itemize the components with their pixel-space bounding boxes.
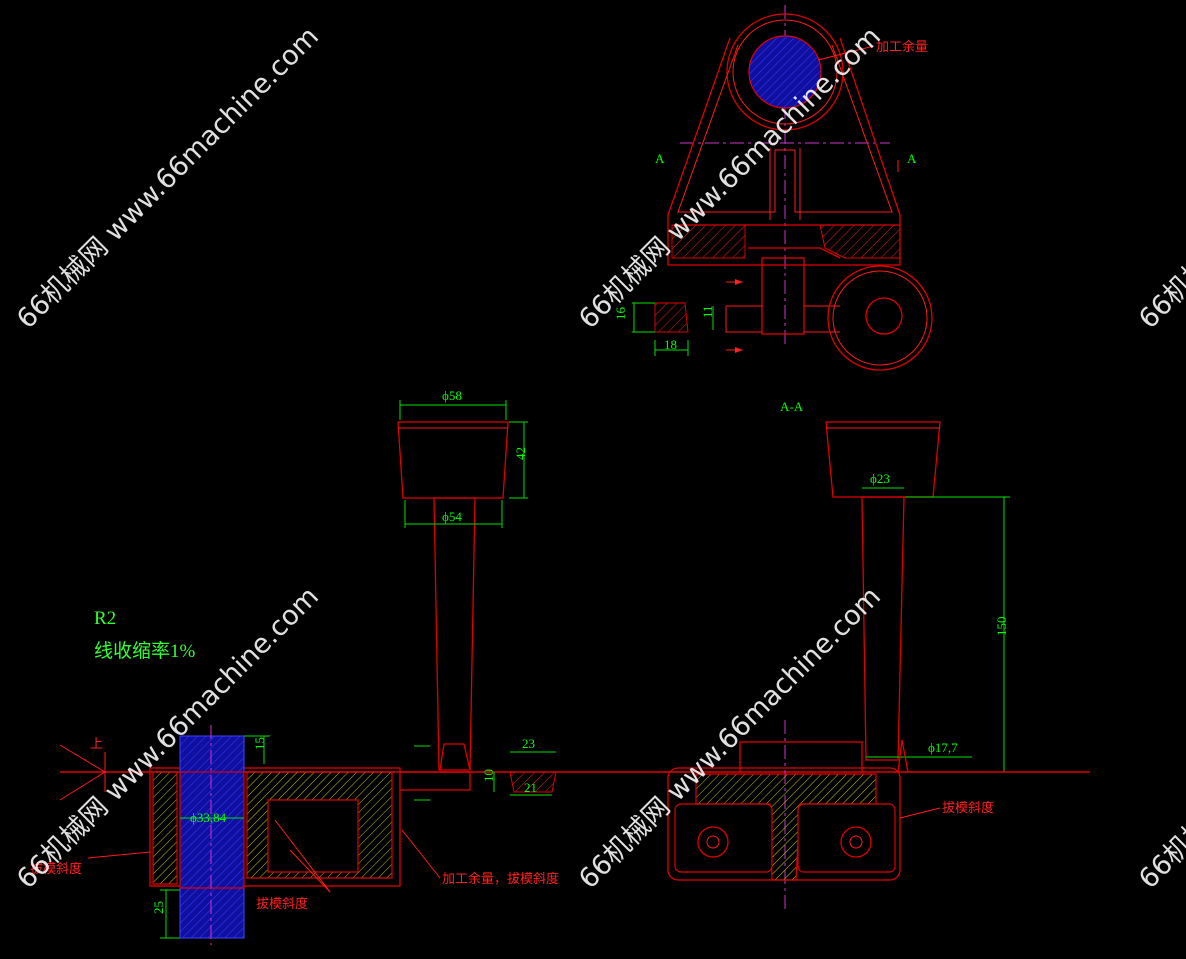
dim-150: 150 <box>994 617 1009 637</box>
dim-42: 42 <box>513 447 528 460</box>
dim-phi23: ϕ23 <box>870 471 890 486</box>
dim-18: 18 <box>664 337 677 352</box>
dim-phi58: ϕ58 <box>442 388 462 403</box>
allowance-note-top: 加工余量 <box>876 39 928 54</box>
dim-16: 16 <box>613 307 628 321</box>
riser-left: ϕ58 42 ϕ54 <box>397 388 528 771</box>
section-mark-left: A <box>655 151 665 166</box>
up-mark: 上 <box>90 736 103 751</box>
dim-bore: ϕ33,84 <box>190 810 227 825</box>
main-view-right: 拔模斜度 <box>667 720 994 912</box>
dim-phi54: ϕ54 <box>442 509 462 524</box>
dim-11: 11 <box>700 305 715 318</box>
watermark-5: 66机械网 www.66machine.com <box>1133 21 1186 335</box>
bore-section-fill <box>748 35 822 109</box>
dim-10: 10 <box>481 769 496 782</box>
label-draft-mid: 拔模斜度 <box>256 896 308 911</box>
label-allowance-draft: 加工余量，拔模斜度 <box>442 871 559 886</box>
section-mark-right: A <box>907 151 917 166</box>
top-view: 16 11 18 A A 加工余量 <box>613 5 933 371</box>
note-shrinkage: 线收缩率1% <box>94 640 196 662</box>
section-title: A-A <box>780 399 804 414</box>
label-draft-right: 拔模斜度 <box>942 800 994 815</box>
dim-21: 21 <box>524 780 537 795</box>
main-view-left: 上 15 ϕ33,84 25 拔模斜度 拔模斜度 加工余量，拔模斜度 <box>30 725 559 945</box>
note-radius: R2 <box>94 608 116 629</box>
watermark-6: 66机械网 www.66machine.com <box>1133 581 1186 895</box>
label-draft-left: 拔模斜度 <box>30 861 82 876</box>
watermark-1: 66机械网 www.66machine.com <box>11 21 325 335</box>
dim-25: 25 <box>151 901 166 914</box>
dim-15: 15 <box>252 737 267 750</box>
dim-23: 23 <box>522 736 535 751</box>
dim-phi17-7: ϕ17,7 <box>928 740 958 755</box>
riser-right: A-A ϕ23 150 ϕ17,7 <box>780 399 1010 773</box>
